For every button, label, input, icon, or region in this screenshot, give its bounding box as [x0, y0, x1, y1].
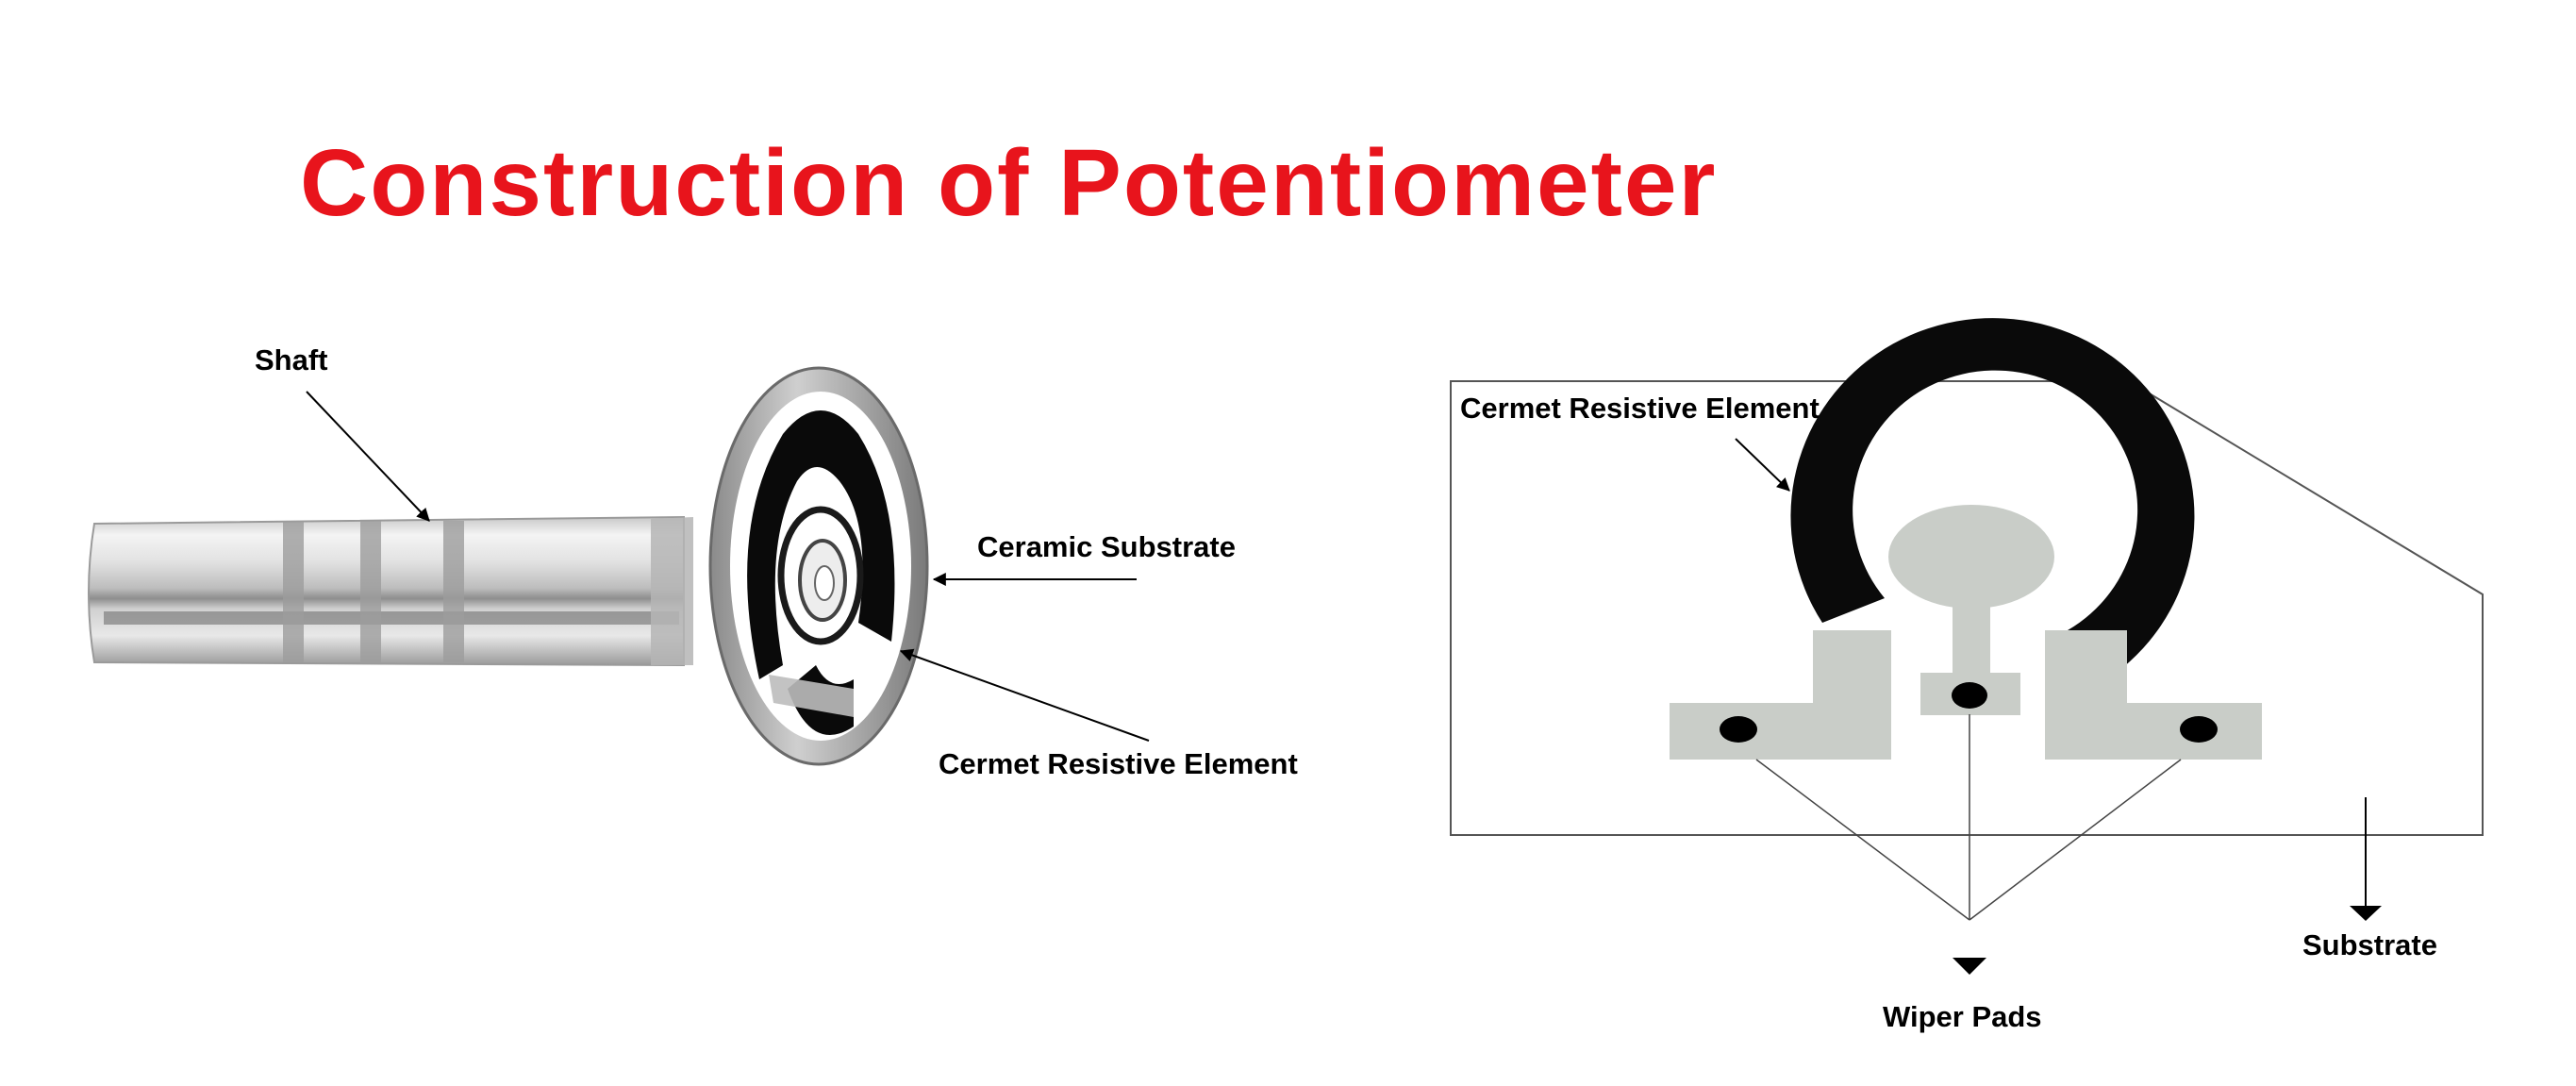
right-terminal-hole [2180, 716, 2218, 743]
disc-resistive-track [747, 410, 895, 679]
cermet-schematic [1450, 318, 2484, 975]
label-substrate: Substrate [2302, 928, 2437, 961]
left-terminal-hole [1720, 716, 1757, 743]
label-cermet-resistive-element-right: Cermet Resistive Element [1460, 392, 1820, 425]
label-wiper-pads: Wiper Pads [1883, 1000, 2042, 1033]
schematic-resistive-element [1790, 318, 2195, 668]
center-terminal-hole [1952, 682, 1987, 709]
shaft-leader [306, 391, 430, 522]
cermet-left-leader [899, 648, 1150, 742]
center-pad [1888, 505, 2054, 609]
wiper-pads-arrowhead [1953, 958, 1986, 975]
page-title: Construction of Potentiometer [300, 130, 1717, 236]
label-shaft: Shaft [255, 343, 328, 376]
potentiometer-shaft-assembly [88, 366, 929, 766]
label-cermet-resistive-element-left: Cermet Resistive Element [939, 747, 1298, 780]
label-ceramic-substrate: Ceramic Substrate [977, 530, 1236, 563]
shaft [88, 515, 693, 667]
substrate-arrowhead [2350, 906, 2382, 921]
potentiometer-disc [708, 366, 929, 766]
